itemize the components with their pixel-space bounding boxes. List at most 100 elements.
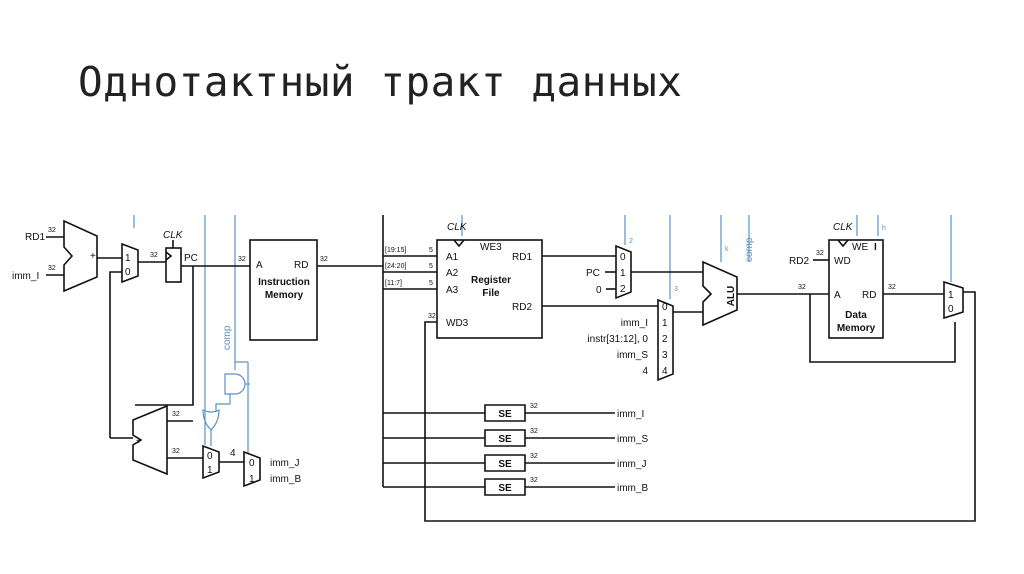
branch-mux-1: 0 1 4	[202, 444, 244, 480]
alu-comp-flag: comp	[744, 237, 755, 262]
bus-width-label: 32	[530, 477, 538, 484]
sign-extender-imm-j: SE 32 imm_J	[484, 453, 646, 472]
imem-port-rd: RD	[294, 260, 308, 271]
sign-extenders: SE 32 imm_I SE 32 imm_S SE 32 imm_J SE 3…	[484, 403, 648, 496]
dmem-we-flag: I	[874, 242, 877, 253]
wire	[135, 266, 194, 406]
alu: ALU k comp 32	[702, 237, 829, 327]
regfile-title-line1: Register	[471, 275, 511, 286]
pc-adder-in-bottom-label: imm_I	[12, 271, 39, 282]
branch-adder-op: +	[136, 436, 142, 447]
pc-adder: + RD1 imm_I 32 32	[12, 219, 98, 293]
field-rs2-label: [24:20]	[385, 263, 406, 270]
srcb-mux-src3: imm_S	[617, 350, 648, 361]
imem-title-line1: Instruction	[258, 277, 310, 288]
bus-width-label: 32	[150, 252, 158, 259]
bus-width-label: 32	[238, 256, 246, 263]
field-width-label: 5	[429, 263, 433, 270]
sign-extender-label: SE	[498, 434, 512, 445]
sign-extender-imm-i: SE 32 imm_I	[484, 403, 644, 422]
srcb-mux-in1: 1	[662, 318, 668, 329]
bus-width-label: 32	[888, 284, 896, 291]
srcb-mux-in2: 2	[662, 334, 668, 345]
dmem-title-line1: Data	[845, 310, 867, 321]
sign-extender-output: imm_I	[617, 409, 644, 420]
or-gate-shape	[202, 409, 220, 431]
data-memory-block	[828, 239, 884, 339]
sign-extender-shape	[484, 404, 526, 422]
srcb-mux-in3: 3	[662, 350, 668, 361]
dmem-title-line2: Memory	[837, 323, 876, 334]
clock-label: CLK	[447, 222, 468, 233]
field-width-label: 5	[429, 247, 433, 254]
writeback-mux-shape	[943, 280, 964, 320]
bus-width-label: 32	[320, 256, 328, 263]
writeback-mux: 1 0	[943, 280, 964, 320]
branch-mux-1-in0: 0	[207, 451, 213, 462]
pc-register-label: PC	[184, 253, 198, 264]
sign-extender-shape	[484, 454, 526, 472]
regfile-a3: A3	[446, 285, 459, 296]
control-line	[215, 394, 231, 412]
srcb-mux-shape	[657, 298, 674, 382]
regfile-title-line2: File	[482, 288, 500, 299]
srcb-mux-src1: imm_I	[621, 318, 648, 329]
register-file: CLK A1 A2 A3 WD3 WE3 RD1 RD2 Register Fi…	[424, 222, 976, 522]
sign-extender-label: SE	[498, 459, 512, 470]
branch-comp-flag: comp	[222, 325, 233, 350]
clock-marker	[837, 239, 849, 248]
data-memory: CLK WE I WD A RD Data Memory h RD2 32 32	[789, 222, 956, 363]
wire	[809, 294, 956, 363]
srcb-mux: 0 1 2 3 4 imm_I instr[31:12], 0 imm_S 4 …	[587, 286, 703, 382]
and-gate-shape	[224, 373, 246, 395]
dmem-we: WE	[852, 242, 868, 253]
dmem-rd: RD	[862, 290, 876, 301]
srca-mux-in2: 2	[620, 284, 626, 295]
branch-mux-2-in1: 1	[249, 474, 255, 485]
srcb-mux-in4: 4	[662, 366, 668, 377]
wb-mux-in1: 1	[948, 290, 954, 301]
wire	[424, 291, 976, 522]
bus-width-label: 32	[530, 428, 538, 435]
instruction-memory: A RD Instruction Memory 32	[249, 239, 383, 341]
slide-title: Однотактный тракт данных	[78, 58, 683, 106]
srca-mux-in0: 0	[620, 252, 626, 263]
pc-register: CLK PC 32	[135, 230, 250, 406]
srca-mux: 0 1 2 PC 0 2	[586, 238, 703, 300]
bus-width-label: 32	[48, 265, 56, 272]
sign-extender-shape	[484, 429, 526, 447]
branch-mux-1-shape	[202, 444, 220, 480]
srca-mux-ctl: 2	[629, 238, 633, 245]
register-file-block	[436, 239, 543, 339]
dmem-ctl: h	[882, 225, 886, 232]
pc-adder-in-top-label: RD1	[25, 232, 45, 243]
dmem-wd-src: RD2	[789, 256, 809, 267]
alu-shape	[702, 260, 738, 327]
regfile-rd1: RD1	[512, 252, 532, 263]
bus-width-label: 32	[530, 403, 538, 410]
sign-extender-imm-s: SE 32 imm_S	[484, 428, 648, 447]
branch-adder: + 32 32	[110, 404, 203, 476]
imem-port-a: A	[256, 260, 263, 271]
srca-mux-src-zero: 0	[596, 285, 602, 296]
imem-title-line2: Memory	[265, 290, 304, 301]
alu-ctl: k	[725, 246, 729, 253]
branch-four: 4	[230, 448, 236, 459]
clock-marker	[453, 239, 465, 248]
pc-mux-shape	[121, 242, 139, 284]
srca-mux-src-pc: PC	[586, 268, 600, 279]
srca-mux-shape	[615, 244, 632, 300]
sign-extender-output: imm_J	[617, 459, 646, 470]
clock-label: CLK	[163, 230, 184, 241]
field-width-label: 5	[429, 280, 433, 287]
sign-extender-shape	[484, 478, 526, 496]
field-rs1-label: [19:15]	[385, 247, 406, 254]
branch-mux-2-src1: imm_B	[270, 474, 301, 485]
regfile-rd2: RD2	[512, 302, 532, 313]
srcb-mux-src4: 4	[642, 366, 648, 377]
sign-extender-label: SE	[498, 409, 512, 420]
branch-mux-2-src0: imm_J	[270, 458, 299, 469]
instruction-bus: [19:15] [24:20] [11:7] 5 5 5	[382, 215, 485, 488]
wb-mux-in0: 0	[948, 304, 954, 315]
